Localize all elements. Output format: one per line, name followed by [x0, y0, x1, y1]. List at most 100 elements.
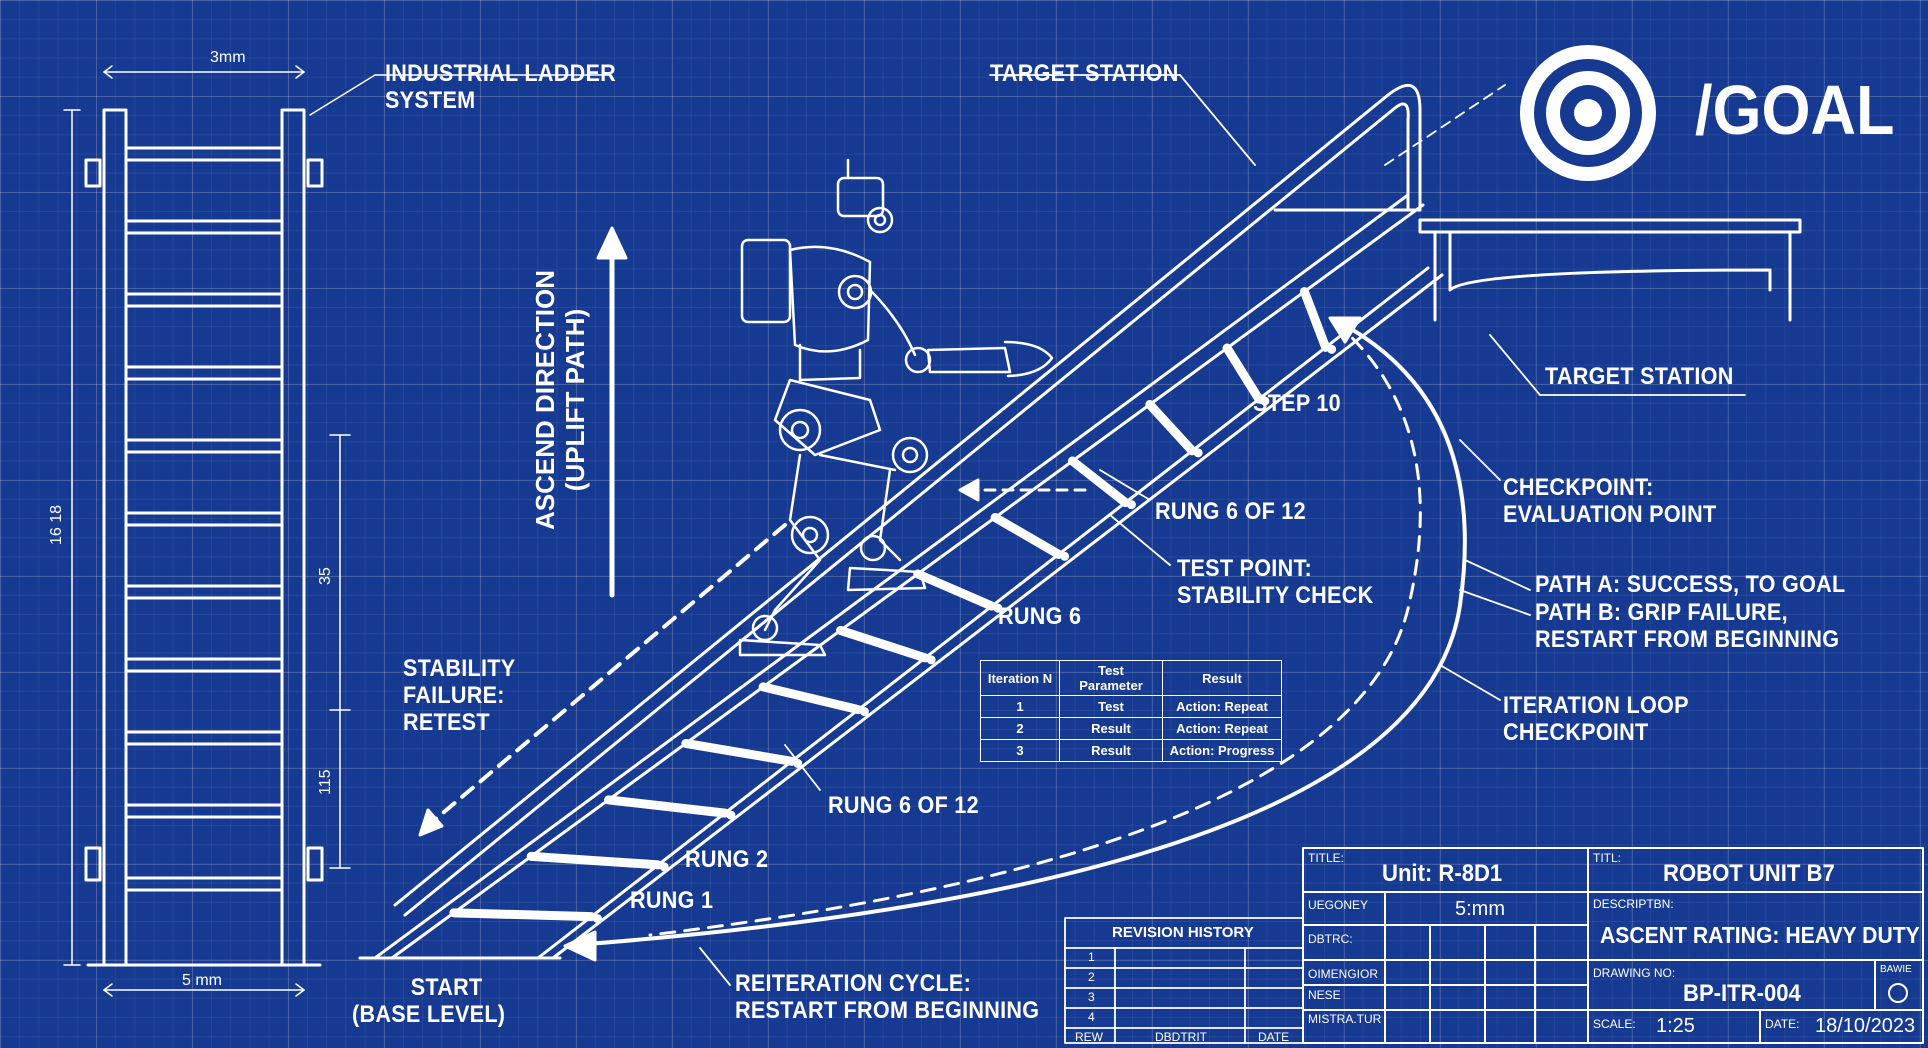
label-rung-6-of-12-lower: RUNG 6 OF 12 [828, 792, 979, 819]
label-test-point-line1: TEST POINT: [1177, 555, 1312, 582]
label-iteration-loop: ITERATION LOOP CHECKPOINT [1503, 692, 1689, 746]
goal-target-icon [1520, 45, 1656, 181]
label-start-line1: START [410, 974, 483, 1001]
description-value: ASCENT RATING: HEAVY DUTY [1600, 922, 1920, 948]
label-rung-6-of-12-upper: RUNG 6 OF 12 [1155, 498, 1306, 525]
target-station-platform [1273, 208, 1802, 322]
iteration-cell: 1 [980, 695, 1060, 718]
dim-segment-upper: 35 [317, 567, 334, 585]
iteration-cell: Action: Repeat [1162, 717, 1282, 740]
label-path-b-line2: RESTART FROM BEGINNING [1535, 626, 1840, 653]
table-row: 2 Result Action: Repeat [980, 717, 1282, 740]
label-checkpoint-eval-line2: EVALUATION POINT [1503, 501, 1717, 528]
dim-bottom-width: 5 mm [182, 972, 222, 989]
iteration-table: Iteration N Test Parameter Result 1 Test… [980, 660, 1282, 762]
side-ladder-rung [124, 657, 284, 673]
label-checkpoint-eval: CHECKPOINT: EVALUATION POINT [1503, 474, 1717, 528]
label-path-b: PATH B: GRIP FAILURE, RESTART FROM BEGIN… [1535, 599, 1839, 653]
inclined-ladder-rung [990, 512, 1064, 559]
rail-bolt [926, 655, 936, 665]
rail-bolt [1327, 344, 1337, 354]
dim-segment-lower: 115 [317, 769, 334, 795]
ascend-arrow [596, 226, 628, 598]
iteration-header-result: Result [1162, 660, 1282, 696]
date-value: 18/10/2023 [1815, 1015, 1916, 1037]
label-industrial-ladder: INDUSTRIAL LADDER SYSTEM [385, 60, 616, 114]
reiteration-loop [563, 316, 1467, 962]
label-iteration-loop-line2: CHECKPOINT [1503, 719, 1649, 746]
side-ladder [84, 108, 324, 967]
label-reiteration-cycle-line1: REITERATION CYCLE: [735, 970, 972, 997]
goal-label: /GOAL [1695, 71, 1895, 149]
iteration-cell: Action: Repeat [1162, 695, 1282, 718]
inclined-ladder-rung [681, 738, 797, 766]
label-ascend-direction: ASCEND DIRECTION (UPLIFT PATH) [530, 270, 590, 530]
side-ladder-rung [124, 876, 284, 892]
label-start: START (BASE LEVEL) [352, 974, 505, 1028]
inclined-ladder-rung [758, 682, 863, 715]
scale-caption: SCALE: [1593, 1017, 1636, 1031]
inclined-ladder-rung [1145, 400, 1197, 456]
label-ascend-direction-line2: (UPLIFT PATH) [560, 308, 590, 492]
label-ascend-direction-line1: ASCEND DIRECTION [530, 269, 560, 530]
side-ladder-rung [124, 511, 284, 527]
label-rung-2: RUNG 2 [685, 846, 769, 873]
rail-bolt [1126, 500, 1136, 510]
rail-bolt [1060, 551, 1070, 561]
inclined-ladder-rung [835, 625, 930, 663]
revision-row-num: 4 [1088, 1010, 1095, 1024]
side-ladder-rung [124, 584, 284, 600]
label-stability-failure: STABILITY FAILURE: RETEST [403, 655, 515, 736]
label-stability-failure-line2: FAILURE: [403, 682, 505, 709]
iteration-table-header: Iteration N Test Parameter Result [980, 660, 1282, 696]
label-target-station-top: TARGET STATION [990, 60, 1179, 87]
titl-caption: TITL: [1593, 851, 1622, 865]
uegoney-value: 5:mm [1455, 898, 1505, 920]
revision-row-num: 2 [1088, 970, 1095, 984]
side-ladder-rung [124, 292, 284, 308]
rail-bolt [993, 603, 1003, 613]
revision-footer-rew: REW [1075, 1030, 1103, 1044]
label-step-10: STEP 10 [1253, 390, 1341, 417]
label-reiteration-cycle-line2: RESTART FROM BEGINNING [735, 997, 1040, 1024]
inclined-ladder-rung [1299, 287, 1331, 352]
dim-height: 16 18 [48, 504, 65, 545]
label-stability-failure-line3: RETEST [403, 709, 490, 736]
iteration-cell: Result [1059, 717, 1163, 740]
leader-lines [699, 74, 1746, 986]
title-caption: TITLE: [1308, 851, 1345, 865]
bawie-label: BAWIE [1880, 964, 1912, 975]
dim-top-width: 3mm [210, 49, 246, 66]
rail-bolt [726, 810, 736, 820]
rail-bolt [1260, 396, 1270, 406]
stability-failure-arrow [418, 478, 1087, 837]
robot-figure [738, 158, 1054, 657]
inclined-ladder-rung [449, 908, 596, 922]
iteration-cell: Action: Progress [1162, 739, 1282, 762]
revision-row-num: 1 [1088, 950, 1095, 964]
label-test-point: TEST POINT: STABILITY CHECK [1177, 555, 1373, 609]
title-value: Unit: R-8D1 [1382, 860, 1503, 887]
scale-value: 1:25 [1656, 1015, 1695, 1037]
label-start-line2: (BASE LEVEL) [352, 1001, 506, 1028]
side-ladder-rung [124, 365, 284, 381]
rail-bolt [659, 862, 669, 872]
uegoney-label: UEGONEY [1308, 898, 1369, 912]
revision-history-title: REVISION HISTORY [1112, 924, 1254, 941]
drawing-caption: DRAWING NO: [1593, 966, 1676, 980]
inclined-ladder-rung [913, 569, 997, 611]
inclined-ladder-rungs [449, 287, 1337, 924]
iteration-cell: Test [1059, 695, 1163, 718]
label-checkpoint-eval-line1: CHECKPOINT: [1503, 474, 1654, 501]
side-ladder-rung [124, 730, 284, 746]
label-path-a: PATH A: SUCCESS, TO GOAL [1535, 571, 1846, 598]
iteration-header-n: Iteration N [980, 660, 1060, 696]
label-iteration-loop-line1: ITERATION LOOP [1503, 692, 1689, 719]
label-path-b-line1: PATH B: GRIP FAILURE, [1535, 599, 1788, 626]
description-caption: DESCRIPTBN: [1593, 897, 1674, 911]
revision-footer-dbdtrit: DBDTRIT [1155, 1030, 1207, 1044]
label-stability-failure-line1: STABILITY [403, 655, 516, 682]
dimension-lines [63, 65, 611, 997]
